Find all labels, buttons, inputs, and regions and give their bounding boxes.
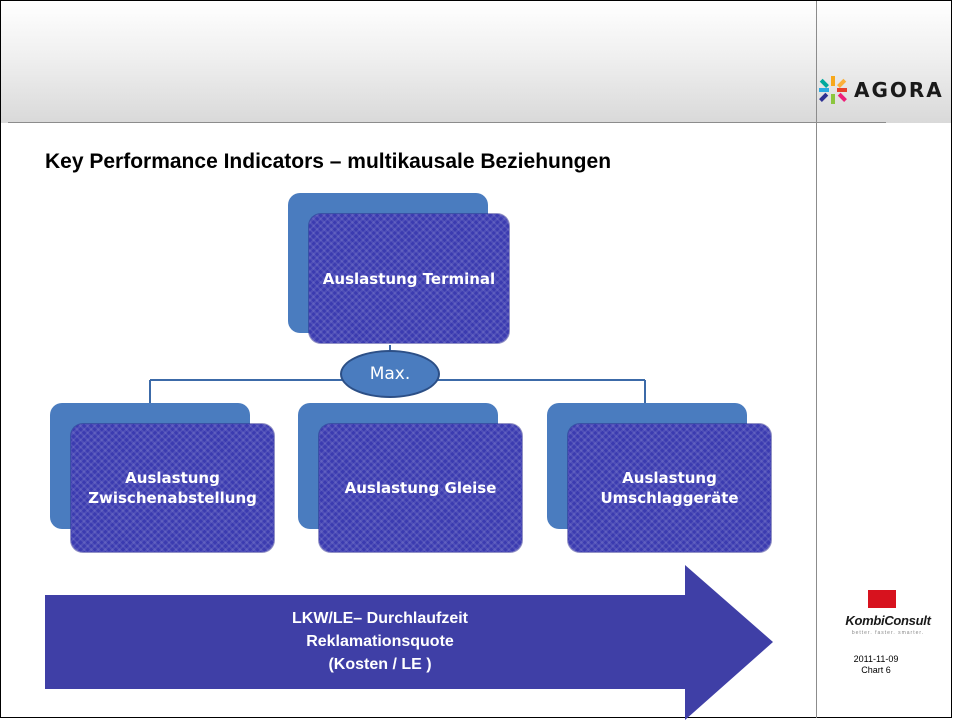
kombiconsult-name: KombiConsult <box>845 613 931 628</box>
agora-logo-text: AGORA <box>854 78 944 102</box>
slide-chart-number: Chart 6 <box>861 665 891 675</box>
kombiconsult-mark-icon <box>868 590 896 608</box>
max-connector-bubble: Max. <box>340 350 440 398</box>
child-node-1-label: Auslastung Zwischenabstellung <box>88 469 257 507</box>
child-node-2-label: Auslastung Gleise <box>344 479 497 497</box>
top-node-label: Auslastung Terminal <box>322 269 496 288</box>
agora-logo: AGORA <box>818 70 944 110</box>
child-node-3-label: Auslastung Umschlaggeräte <box>600 469 739 507</box>
child-node-1: Auslastung Zwischenabstellung <box>71 424 274 552</box>
header-divider <box>8 122 886 123</box>
big-arrow <box>45 565 773 720</box>
child-node-2: Auslastung Gleise <box>319 424 522 552</box>
agora-star-icon <box>819 76 847 104</box>
slide-title: Key Performance Indicators – multikausal… <box>45 150 612 173</box>
kombiconsult-tagline: better. faster. smarter. <box>851 630 925 636</box>
header-band <box>1 1 951 123</box>
top-node: Auslastung Terminal <box>309 214 509 343</box>
child-node-3: Auslastung Umschlaggeräte <box>568 424 771 552</box>
slide-date: 2011-11-09 <box>853 654 899 664</box>
arrow-label: LKW/LE– Durchlaufzeit Reklamationsquote … <box>291 610 468 673</box>
big-arrow-shape <box>45 565 773 720</box>
sidebar-divider <box>816 1 817 718</box>
